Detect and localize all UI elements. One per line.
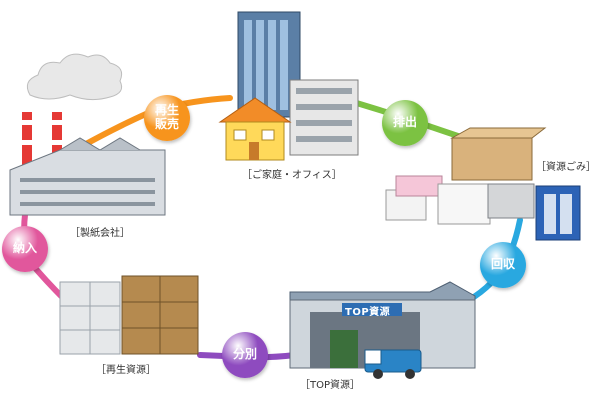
recyclable-waste-illustration [385,127,581,241]
paper-mill-illustration [9,53,166,216]
node-label-recycled-resources: ［再生資源］ [96,365,156,376]
step-label: 納入 [12,241,37,256]
factory-body [9,149,166,216]
step-label: 分別 [232,347,257,362]
smoke-cloud [26,53,123,101]
node-label-home-office: ［ご家庭・オフィス］ [242,170,342,181]
node-label-paper-mill: ［製紙会社］ [70,228,130,239]
cardboard-box [451,137,533,181]
carton-stack [535,185,581,241]
step-label: 回収 [490,257,515,272]
facility-door [330,330,358,368]
step-bubble-delivery: 納入 [2,226,48,272]
step-bubble-collection: 回収 [480,242,526,288]
facility-roof [289,281,476,301]
node-label-recyclable-waste: ［資源ごみ］ [536,162,596,173]
step-bubble-sorting: 分別 [222,332,268,378]
top-facility-illustration [289,281,476,379]
step-bubble-resale: 再生 販売 [144,95,190,141]
step-bubble-discharge: 排出 [382,100,428,146]
step-label-line2: 販売 [154,117,179,131]
recycled-resources-illustration [59,275,199,355]
node-label-top-facility: ［TOP資源］ [300,380,361,391]
step-label: 排出 [392,115,417,130]
factory-roof [59,137,165,151]
home-office-illustration [218,11,359,161]
step-label-line1: 再生 [154,103,179,118]
facility-sign-text: TOP資源 [345,307,391,318]
facility-sign-board [342,303,402,316]
